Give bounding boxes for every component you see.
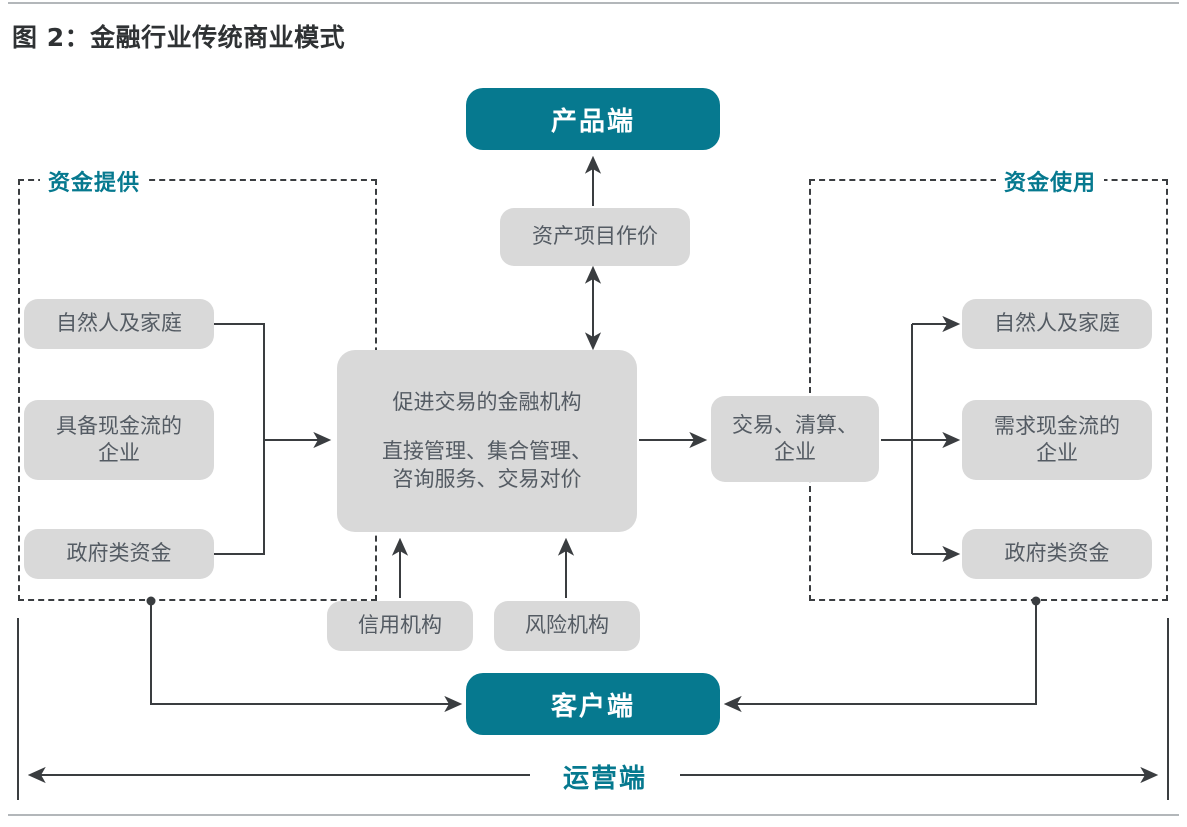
node-demand-corporate-line2: 企业 [1036,441,1078,465]
node-product-end-label: 产品端 [550,106,635,137]
node-supply-corporate[interactable]: 具备现金流的 企业 [24,400,214,480]
node-product-end[interactable]: 产品端 [466,88,720,150]
node-demand-government-label: 政府类资金 [1004,541,1110,566]
node-demand-corporate-line1: 需求现金流的 [994,413,1120,438]
node-risk-organization[interactable]: 风险机构 [494,601,640,651]
node-credit-organization-label: 信用机构 [358,613,442,638]
node-risk-organization-label: 风险机构 [525,613,609,638]
node-demand-government[interactable]: 政府类资金 [962,529,1152,579]
group-label-right: 资金使用 [996,165,1105,197]
node-demand-corporate[interactable]: 需求现金流的 企业 [962,400,1152,480]
group-label-left: 资金提供 [40,165,149,197]
node-center-spacer [343,416,631,438]
node-supply-government[interactable]: 政府类资金 [24,529,214,579]
operations-label: 运营端 [530,758,680,795]
node-center-institution[interactable]: 促进交易的金融机构 直接管理、集合管理、 咨询服务、交易对价 [337,350,637,532]
node-clearing-line2: 企业 [774,440,816,464]
top-divider [8,2,1179,4]
edge-right-group-to-client [723,601,1037,713]
node-credit-organization[interactable]: 信用机构 [327,601,473,651]
node-client-end-label: 客户端 [550,691,635,722]
node-center-institution-line2: 直接管理、集合管理、 [382,439,592,464]
node-clearing-line1: 交易、清算、 [732,412,858,437]
group-frame-right [809,179,1168,601]
node-supply-corporate-line1: 具备现金流的 [56,413,182,438]
node-demand-person-label: 自然人及家庭 [994,311,1120,336]
node-supply-person-label: 自然人及家庭 [56,311,182,336]
node-asset-pricing-label: 资产项目作价 [532,224,658,249]
page-title: 图 2：金融行业传统商业模式 [12,23,346,52]
node-supply-corporate-line2: 企业 [98,441,140,465]
bottom-divider [8,814,1179,816]
node-demand-person[interactable]: 自然人及家庭 [962,299,1152,349]
node-client-end[interactable]: 客户端 [466,673,720,735]
node-clearing[interactable]: 交易、清算、 企业 [711,396,879,482]
node-asset-pricing[interactable]: 资产项目作价 [500,208,690,266]
node-supply-person[interactable]: 自然人及家庭 [24,299,214,349]
node-supply-government-label: 政府类资金 [66,541,172,566]
node-center-institution-line3: 咨询服务、交易对价 [392,466,582,491]
node-center-institution-line1: 促进交易的金融机构 [392,390,582,415]
